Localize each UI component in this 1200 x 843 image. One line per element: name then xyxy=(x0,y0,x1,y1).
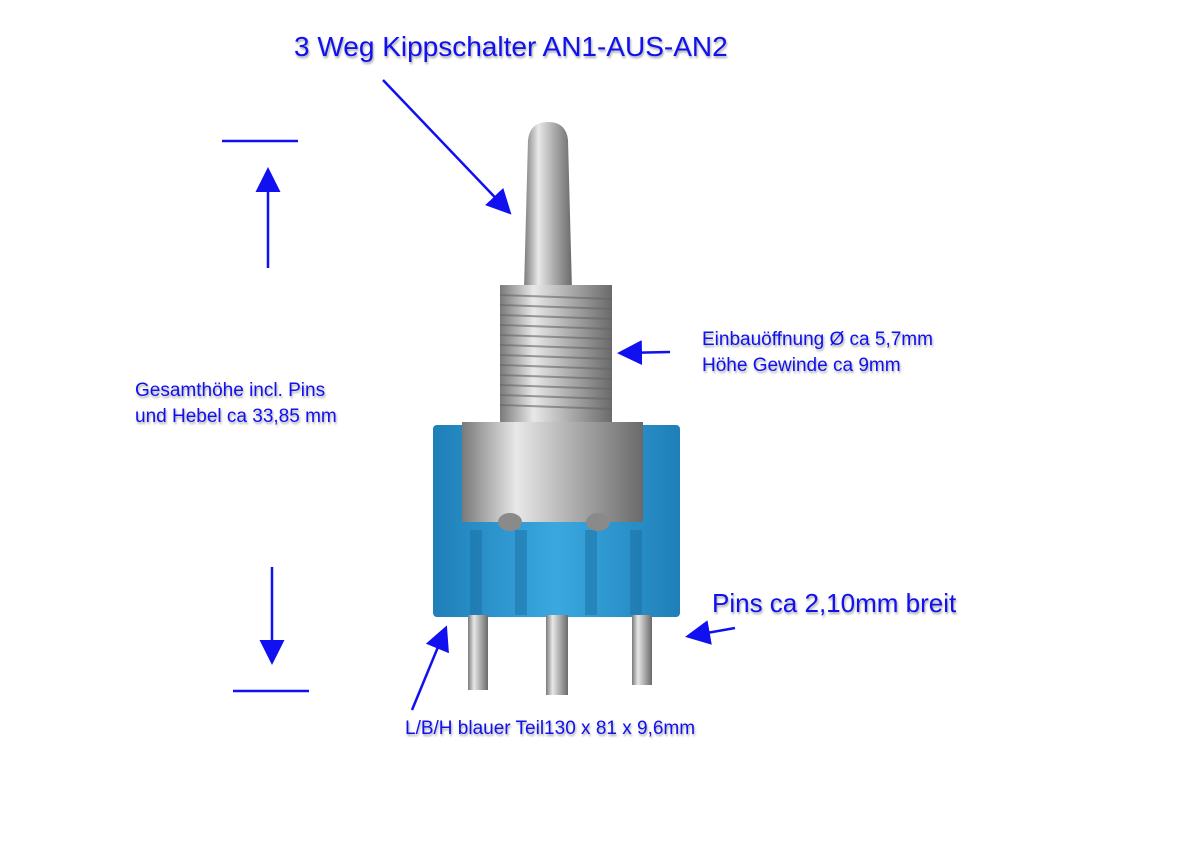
opening-label: Einbauöffnung Ø ca 5,7mm Höhe Gewinde ca… xyxy=(702,327,933,378)
threaded-bushing xyxy=(499,285,613,425)
pins xyxy=(468,615,652,695)
lever xyxy=(524,122,572,290)
title: 3 Weg Kippschalter AN1-AUS-AN2 xyxy=(294,31,728,62)
pins-label: Pins ca 2,10mm breit xyxy=(712,588,957,618)
opening-line1: Einbauöffnung Ø ca 5,7mm xyxy=(702,329,933,350)
total-height-line1: Gesamthöhe incl. Pins xyxy=(135,380,326,401)
dimensions-label: L/B/H blauer Teil130 x 81 x 9,6mm xyxy=(405,718,696,739)
total-height-line2: und Hebel ca 33,85 mm xyxy=(135,405,337,427)
metal-bracket xyxy=(462,422,643,531)
total-height-label: Gesamthöhe incl. Pins und Hebel ca 33,85… xyxy=(135,378,337,429)
opening-line2: Höhe Gewinde ca 9mm xyxy=(702,354,901,376)
annotation-arrows xyxy=(222,79,736,711)
